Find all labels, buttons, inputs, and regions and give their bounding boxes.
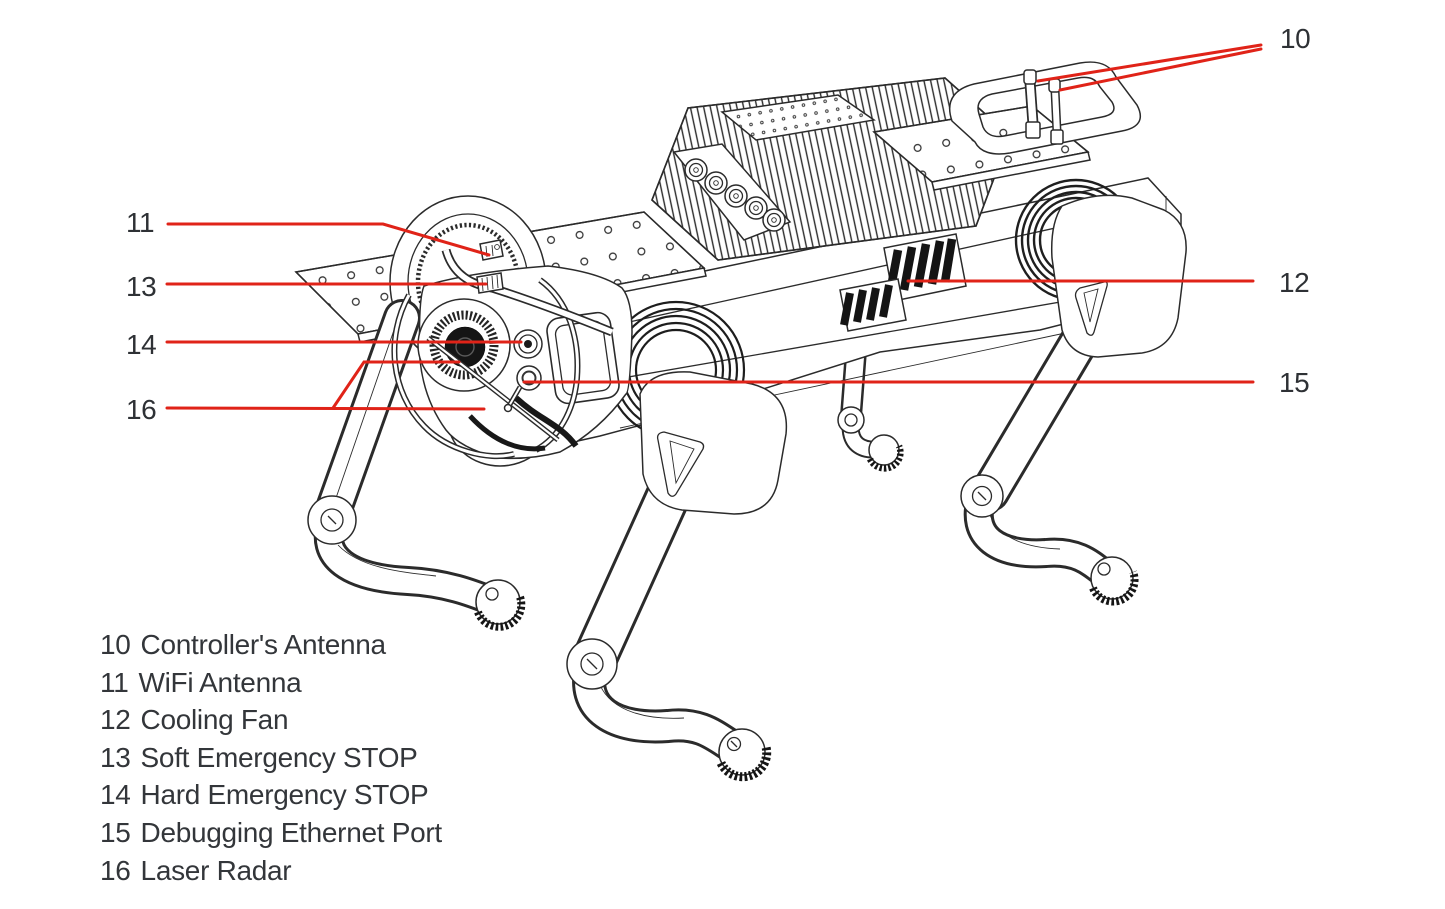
callout-number-12: 12: [1279, 267, 1310, 298]
callout-number-14: 14: [126, 329, 157, 360]
controller-antenna-left: [1023, 69, 1041, 139]
front-right-leg: [566, 371, 788, 782]
controller-antenna-right: [1048, 78, 1064, 145]
wifi-antenna: [479, 239, 504, 261]
leader-line-10b: [1058, 47, 1263, 92]
carry-handle: [949, 61, 1142, 155]
cooling-vents: [839, 233, 967, 332]
legend-item-label: Cooling Fan: [140, 704, 289, 736]
leader-line-11: [166, 222, 491, 257]
cable-hose: [513, 395, 579, 448]
rear-thigh-cover: [1050, 194, 1187, 358]
ethernet-port: [503, 365, 542, 413]
legend-item-number: 16: [100, 854, 131, 886]
rear-right-leg: [960, 194, 1187, 606]
legend-item: 13 Soft Emergency STOP: [100, 739, 442, 777]
legend-item-label: Hard Emergency STOP: [140, 779, 429, 811]
legend-item: 16 Laser Radar: [100, 852, 442, 890]
legend-item: 11 WiFi Antenna: [100, 664, 442, 702]
legend-item: 10 Controller's Antenna: [100, 626, 442, 664]
legend-item-label: Controller's Antenna: [140, 629, 387, 660]
legend-item-label: Debugging Ethernet Port: [140, 816, 443, 848]
callout-number-10: 10: [1280, 23, 1311, 54]
callout-number-11: 11: [126, 207, 155, 238]
radiator-fin-cover: [651, 77, 1011, 261]
legend-item-label: Soft Emergency STOP: [140, 741, 418, 773]
cable-hose: [468, 414, 546, 452]
connector-ports: [684, 158, 786, 232]
leader-lines: [165, 43, 1263, 411]
legend-item-number: 13: [100, 741, 131, 773]
legend-item-number: 14: [100, 779, 131, 811]
legend-item-number: 12: [100, 704, 131, 736]
legend: 10 Controller's Antenna 11 WiFi Antenna 12…: [100, 626, 442, 889]
front-thigh-cover: [639, 371, 788, 515]
legend-item-number: 10: [100, 629, 131, 660]
legend-item-label: WiFi Antenna: [138, 666, 302, 698]
callout-number-15: 15: [1279, 367, 1310, 398]
leader-line-16: [165, 406, 486, 411]
leader-line-10a: [1036, 43, 1263, 83]
soft-estop-button: [476, 272, 504, 294]
legend-item: 15 Debugging Ethernet Port: [100, 814, 442, 852]
front-left-leg: [307, 299, 526, 631]
legend-item-label: Laser Radar: [140, 854, 292, 886]
legend-item-number: 11: [100, 666, 129, 698]
laser-radar: [417, 298, 511, 392]
hard-estop-button: [513, 329, 543, 359]
callout-number-16: 16: [126, 394, 157, 425]
legend-item: 12 Cooling Fan: [100, 701, 442, 739]
leader-line-16-branch: [331, 360, 461, 410]
legend-item: 14 Hard Emergency STOP: [100, 776, 442, 814]
legend-item-number: 15: [100, 816, 131, 848]
callout-number-13: 13: [126, 271, 157, 302]
